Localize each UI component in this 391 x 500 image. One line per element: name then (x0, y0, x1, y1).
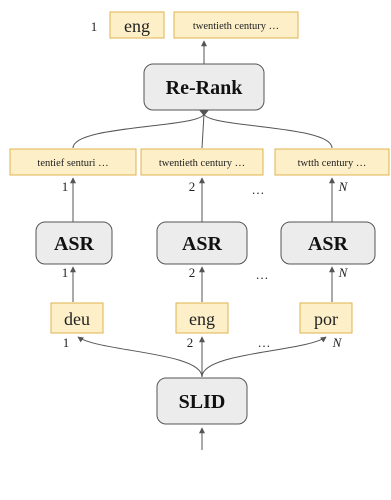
hypothesis-row: tentief senturi … twentieth century … tw… (9, 148, 390, 176)
hypothesis-text-2: twentieth century … (159, 158, 245, 169)
hypothesis-text-1: tentief senturi … (37, 158, 108, 169)
asr-label-1: ASR (54, 233, 95, 255)
slid-to-lang3-edge (201, 336, 327, 378)
lang-index-n: N (332, 335, 343, 350)
output-language: eng (124, 16, 150, 36)
slid-box (156, 377, 248, 425)
hypothesis-box-3 (274, 148, 390, 176)
language-label-1: deu (64, 309, 90, 329)
hyp2-to-rerank-edge (201, 113, 205, 149)
asr-label-2: ASR (182, 233, 223, 255)
hyp3-to-rerank-edge (203, 113, 333, 149)
asr-label-3: ASR (308, 233, 349, 255)
language-box-3 (299, 302, 353, 334)
asr-box-3 (280, 221, 376, 265)
hyp-index-n: N (338, 179, 349, 194)
output-transcript: twentieth century … (193, 21, 279, 32)
slid-label: SLID (179, 391, 226, 413)
language-box-2 (175, 302, 229, 334)
asr-box-2 (156, 221, 248, 265)
asr-index-n: N (338, 265, 349, 280)
hyp-index-2: 2 (189, 179, 196, 194)
hyp1-to-rerank-edge (72, 113, 205, 149)
output-transcript-box (173, 11, 299, 39)
rerank-label: Re-Rank (166, 77, 244, 99)
output-language-box (109, 11, 165, 39)
hypothesis-box-2 (140, 148, 264, 176)
lang-index-1: 1 (63, 335, 70, 350)
asr-ellipsis: … (256, 267, 269, 282)
rerank-merge-arrowhead (199, 110, 209, 116)
asr-index-1: 1 (62, 265, 69, 280)
language-box-1 (50, 302, 104, 334)
asr-box-1 (35, 221, 113, 265)
language-label-3: por (314, 309, 338, 329)
asr-index-2: 2 (189, 265, 196, 280)
hypothesis-box-1 (9, 148, 137, 176)
hypothesis-text-3: twtth century … (298, 158, 367, 169)
hyp-ellipsis: … (252, 182, 265, 197)
language-label-2: eng (189, 309, 215, 329)
output-rank-index: 1 (91, 19, 98, 34)
audio-waveform-icon (170, 464, 237, 499)
hyp-index-1: 1 (62, 179, 69, 194)
slid-to-lang1-edge (77, 336, 203, 378)
lang-index-2: 2 (187, 335, 194, 350)
lang-ellipsis: … (258, 335, 271, 350)
